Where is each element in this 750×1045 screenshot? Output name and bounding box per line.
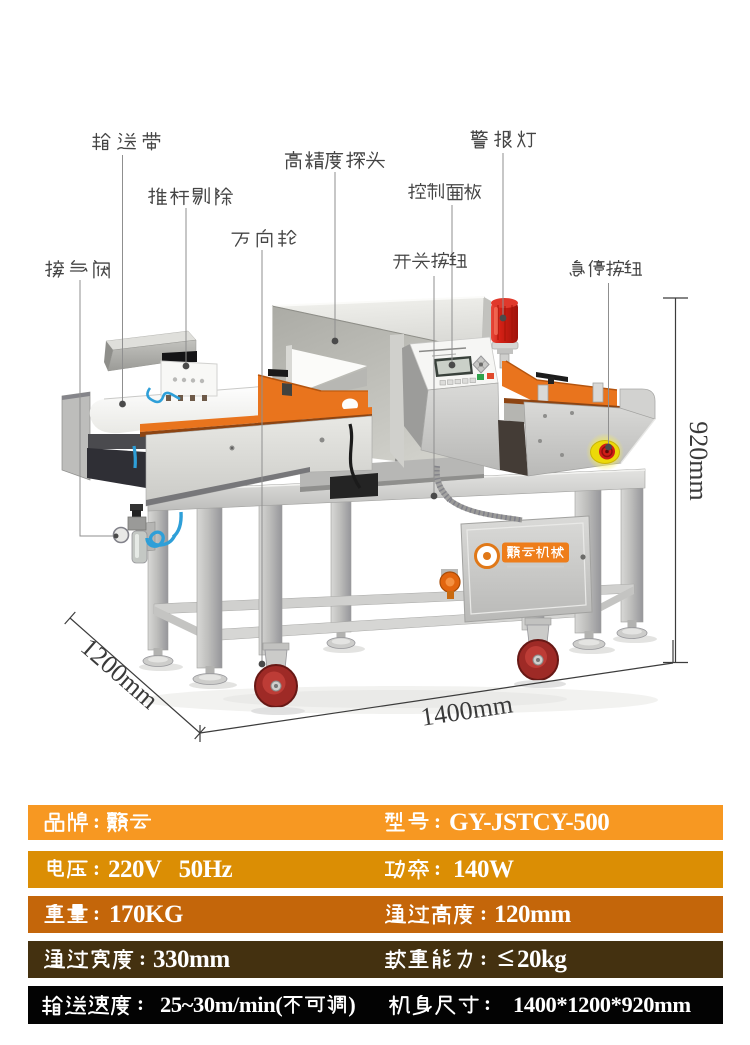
svg-text:920mm: 920mm [684,421,713,500]
